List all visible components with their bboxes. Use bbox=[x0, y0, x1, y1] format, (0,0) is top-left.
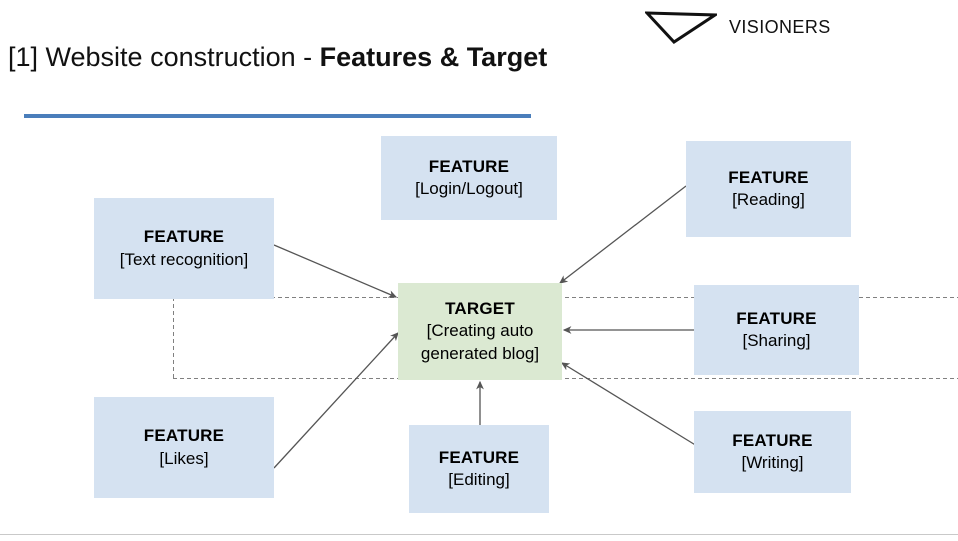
connector-writing-to-target bbox=[560, 362, 698, 447]
node-subtitle: [Login/Logout] bbox=[415, 179, 523, 198]
feature-node-sharing[interactable]: FEATURE [Sharing] bbox=[694, 285, 859, 375]
connector-reading-to-target bbox=[559, 185, 687, 284]
target-node[interactable]: TARGET [Creating auto generated blog] bbox=[398, 283, 562, 380]
node-title: FEATURE bbox=[143, 227, 225, 247]
node-title: FEATURE bbox=[728, 167, 809, 187]
feature-node-reading[interactable]: FEATURE [Reading] bbox=[686, 141, 851, 237]
node-title: FEATURE bbox=[438, 447, 520, 467]
node-subtitle-line2: generated blog] bbox=[420, 343, 540, 363]
feature-node-login-logout[interactable]: FEATURE [Login/Logout] bbox=[381, 136, 557, 220]
node-subtitle: [Sharing] bbox=[742, 331, 811, 350]
node-subtitle: [Text recognition] bbox=[119, 249, 249, 269]
node-title: FEATURE bbox=[428, 156, 510, 176]
node-subtitle: [Likes] bbox=[159, 448, 209, 468]
footer-divider bbox=[0, 534, 958, 535]
page-title-emphasis: Features & Target bbox=[319, 42, 548, 72]
node-title: FEATURE bbox=[736, 308, 817, 328]
node-subtitle-line1: [Creating auto bbox=[426, 321, 534, 341]
feature-node-writing[interactable]: FEATURE [Writing] bbox=[694, 411, 851, 493]
node-title: FEATURE bbox=[143, 426, 225, 446]
connector-text-recognition-to-target bbox=[273, 244, 398, 298]
brand-name: VISIONERS bbox=[729, 16, 831, 37]
triangle-outline-icon bbox=[645, 11, 717, 44]
title-underline-rule bbox=[24, 114, 531, 118]
node-title: TARGET bbox=[445, 298, 515, 318]
feature-node-likes[interactable]: FEATURE [Likes] bbox=[94, 397, 274, 498]
page-title: [1] Website construction - Features & Ta… bbox=[8, 42, 548, 73]
node-subtitle: [Editing] bbox=[448, 470, 510, 489]
node-title: FEATURE bbox=[732, 430, 813, 450]
node-subtitle: [Writing] bbox=[741, 453, 804, 472]
brand-logo: VISIONERS bbox=[645, 10, 831, 44]
feature-node-editing[interactable]: FEATURE [Editing] bbox=[409, 425, 549, 513]
feature-node-text-recognition[interactable]: FEATURE [Text recognition] bbox=[94, 198, 274, 299]
page-title-prefix: [1] Website construction - bbox=[8, 42, 320, 72]
connector-likes-to-target bbox=[273, 332, 399, 469]
node-subtitle: [Reading] bbox=[732, 190, 805, 209]
